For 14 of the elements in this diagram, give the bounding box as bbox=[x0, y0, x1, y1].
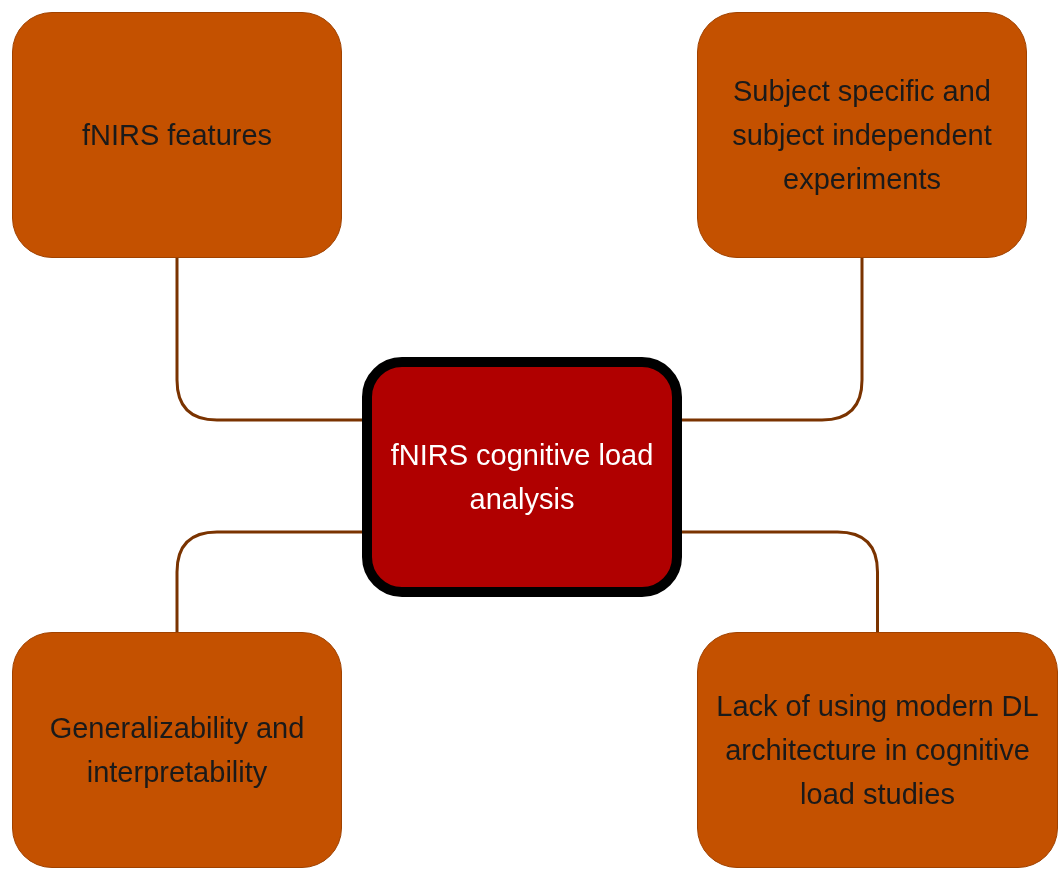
box-label: Lack of using modern DL architecture in cognitive load studies bbox=[715, 689, 1040, 812]
connector-line bbox=[682, 530, 879, 632]
topic-box bbox=[12, 632, 342, 868]
topic-box bbox=[697, 632, 1058, 868]
topic-box bbox=[697, 12, 1027, 258]
connector-line bbox=[175, 530, 362, 632]
topic-box bbox=[12, 12, 342, 258]
central-topic-box bbox=[362, 357, 682, 597]
connector-line bbox=[175, 258, 362, 422]
connector-line bbox=[682, 258, 864, 422]
box-label: Subject specific and subject independent experiments bbox=[731, 74, 993, 197]
box-label: fNIRS features bbox=[81, 118, 273, 153]
box-label: Generalizability and interpretability bbox=[48, 711, 306, 790]
box-label: fNIRS cognitive load analysis bbox=[389, 438, 655, 517]
